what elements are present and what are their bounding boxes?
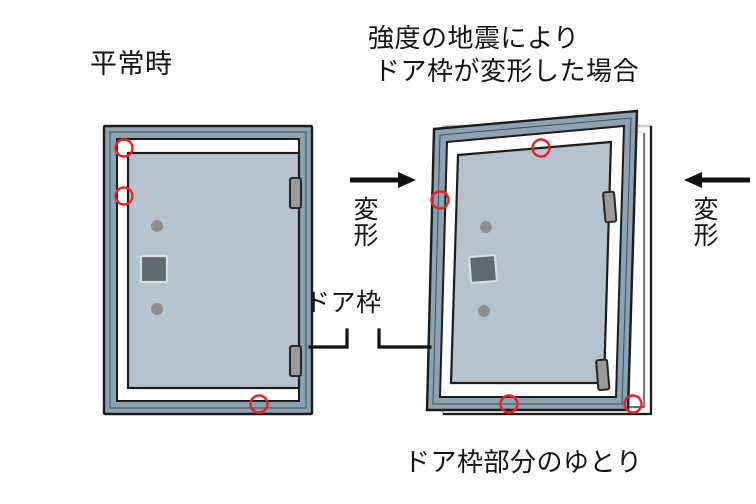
leader-line-left-door-frame xyxy=(308,328,349,349)
deformed-frame-bevel xyxy=(432,117,632,405)
label-normal-state: 平常時 xyxy=(90,49,173,79)
leader-line-right-door-frame xyxy=(377,328,432,349)
deformed-door-group xyxy=(425,109,653,416)
label-deform-left: 変 形 xyxy=(352,198,380,250)
normal-door-group xyxy=(102,124,314,416)
door-knob-icon-upper-right-door xyxy=(480,221,492,233)
door-knob-icon-lower-left-door xyxy=(151,303,163,315)
label-deform-right: 変 形 xyxy=(692,198,720,250)
arrow-right-pointing-icon xyxy=(350,172,416,188)
clearance-marker-pocket-right-door xyxy=(623,394,643,414)
arrow-left-pointing-icon xyxy=(684,172,750,188)
hinge-icon-top-right-door xyxy=(602,190,618,224)
label-earthquake-title-line2: ドア枠が変形した場合 xyxy=(374,57,640,87)
hinge-icon-bottom-left-door xyxy=(289,345,302,377)
lock-plate-icon-right-door xyxy=(468,254,498,284)
clearance-marker-left-right-door xyxy=(430,190,450,210)
clearance-marker-mid-left xyxy=(114,186,134,206)
hinge-icon-bottom-right-door xyxy=(595,358,611,392)
clearance-marker-top-right-door xyxy=(531,138,551,158)
label-earthquake-title-line1: 強度の地震により xyxy=(368,24,580,53)
label-deform-right-char1: 変 xyxy=(693,197,719,224)
door-knob-icon-lower-right-door xyxy=(478,305,490,317)
label-door-frame: ドア枠 xyxy=(305,290,382,317)
clearance-pocket-outline xyxy=(443,126,653,416)
normal-frame-bevel xyxy=(109,131,307,409)
label-deform-right-char2: 形 xyxy=(693,223,719,250)
clearance-marker-top-left xyxy=(114,138,134,158)
label-earthquake-title: 強度の地震によりドア枠が変形した場合 xyxy=(368,22,639,89)
clearance-marker-bottom-right-door xyxy=(499,394,519,414)
clearance-marker-bottom-left xyxy=(249,394,269,414)
hinge-icon-top-left-door xyxy=(289,177,302,209)
door-knob-icon-upper-left-door xyxy=(151,220,163,232)
label-deform-left-char1: 変 xyxy=(353,197,379,224)
label-frame-clearance-caption: ドア枠部分のゆとり xyxy=(404,448,643,477)
label-deform-left-char2: 形 xyxy=(353,223,379,250)
lock-plate-icon-left-door xyxy=(139,254,169,284)
